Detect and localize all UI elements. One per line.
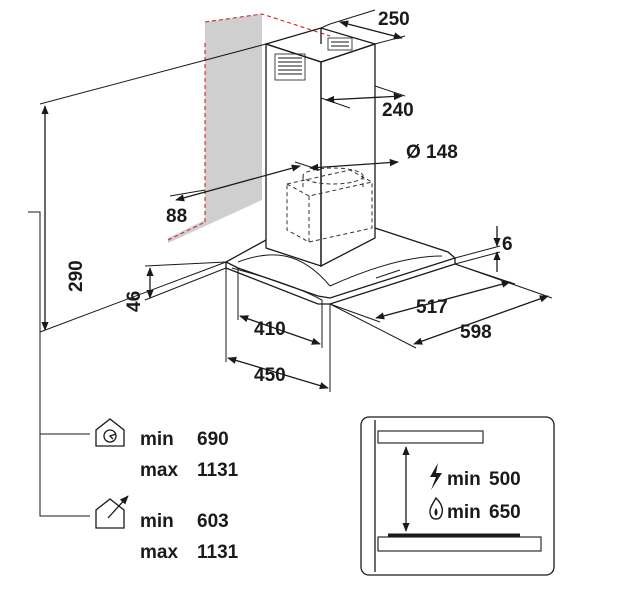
- dim-total-height: [39, 43, 267, 333]
- dim-body-depth-label: 410: [254, 319, 286, 340]
- electric-min-label: min: [447, 469, 481, 490]
- recirculation-max-label: max: [140, 460, 178, 481]
- dim-glass-thickness: [454, 226, 501, 272]
- hidden-motor-outline: [286, 167, 373, 243]
- gas-min-label: min: [447, 502, 481, 523]
- extraction-max-label: max: [140, 542, 178, 563]
- dim-outlet-diameter: [309, 158, 399, 172]
- dim-overall-depth-label: 450: [254, 365, 286, 386]
- extraction-min-value: 603: [197, 511, 229, 532]
- dim-overall-width: [329, 263, 553, 349]
- dim-outlet-offset-label: 88: [166, 206, 187, 227]
- dim-chimney-width: [320, 9, 406, 45]
- hob-clearance-box: [360, 416, 555, 576]
- dim-body-depth: [237, 268, 323, 348]
- dim-chimney-depth-label: 240: [382, 100, 414, 121]
- recirculation-min-label: min: [140, 429, 174, 450]
- dim-chimney-width-label: 250: [378, 9, 410, 30]
- gas-min-value: 650: [489, 502, 521, 523]
- electric-min-value: 500: [489, 469, 521, 490]
- recirculation-max-value: 1131: [197, 460, 239, 481]
- dim-outlet-diameter-label: Ø 148: [406, 142, 458, 163]
- hood-canopy: [224, 227, 457, 305]
- dim-body-height: [144, 261, 227, 301]
- dim-overall-width-label: 598: [460, 322, 492, 343]
- dim-body-width-label: 517: [416, 297, 448, 318]
- dim-outlet-offset: [169, 161, 321, 202]
- dim-total-height-label: 290: [66, 260, 87, 292]
- dim-glass-thickness-label: 6: [502, 234, 513, 255]
- dim-body-height-label: 46: [124, 291, 145, 312]
- house-recirculation-icon: [95, 418, 125, 447]
- lightning-icon: [430, 463, 442, 490]
- extraction-min-label: min: [140, 511, 174, 532]
- installation-leader-lines: [28, 211, 90, 517]
- dim-chimney-depth: [320, 85, 406, 109]
- dim-overall-depth: [225, 268, 331, 392]
- extraction-max-value: 1131: [197, 542, 239, 563]
- flame-icon: [429, 496, 444, 520]
- recirculation-min-value: 690: [197, 429, 229, 450]
- house-extraction-icon: [95, 495, 129, 529]
- chimney: [265, 27, 376, 268]
